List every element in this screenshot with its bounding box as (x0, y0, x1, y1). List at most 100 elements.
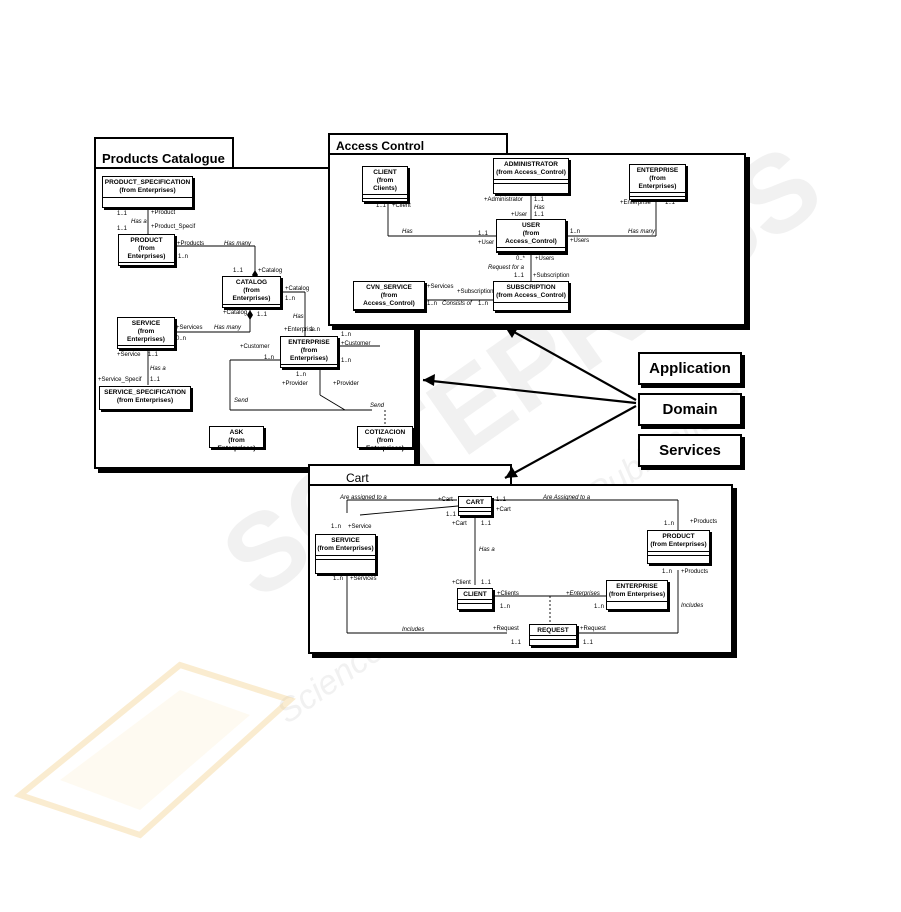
client-class: CLIENT (457, 588, 493, 610)
class-name: USER (521, 222, 541, 229)
multiplicity-label: 1..n (310, 327, 321, 333)
role-label: +Services (176, 325, 203, 331)
association-label: Has many (628, 229, 656, 235)
class-compartment (494, 301, 568, 306)
role-label: +Catalog (285, 286, 310, 292)
multiplicity-label: 1..1 (478, 231, 489, 237)
ask-class: ASK (from Enterprises) (209, 426, 264, 452)
role-label: +Products (681, 569, 709, 575)
role-label: +Services (350, 576, 377, 582)
role-label: +Service_Specif (98, 377, 142, 383)
role-label: +Catalog (223, 310, 248, 316)
multiplicity-label: 1..n (333, 576, 344, 582)
role-label: +Subscription (457, 289, 494, 295)
class-name: ENTERPRISE (288, 339, 330, 346)
association-label: Includes (402, 627, 425, 633)
class-name: PRODUCT (130, 237, 163, 244)
association-label: Send (370, 403, 385, 409)
class-origin: (from Enterprises) (217, 437, 256, 452)
class-name: SERVICE (131, 320, 161, 327)
association-label: Are assigned to a (340, 495, 387, 501)
class-origin: (from Enterprises) (608, 591, 666, 599)
class-origin: (from Clients) (373, 177, 397, 192)
role-label: +Services (427, 284, 454, 290)
multiplicity-label: 0..* (516, 256, 526, 262)
class-compartment (316, 558, 375, 562)
products-catalogue-tab: Products Catalogue (94, 137, 234, 169)
association-label: Request for a (488, 265, 525, 271)
multiplicity-label: 1..1 (534, 197, 545, 203)
multiplicity-label: 1..1 (534, 212, 545, 218)
subscription-class: SUBSCRIPTION (from Access_Control) (493, 281, 569, 311)
role-label: +User (511, 212, 528, 218)
association-label: Has many (214, 325, 242, 331)
class-compartment (281, 364, 337, 368)
role-label: +Provider (333, 381, 359, 387)
role-label: +Subscription (533, 273, 570, 279)
role-label: +Cart (438, 497, 453, 503)
service-class: SERVICE (from Enterprises) (117, 317, 175, 349)
association-label: Has a (131, 219, 147, 225)
role-label: +Service (117, 352, 141, 358)
class-name: ASK (229, 429, 244, 436)
multiplicity-label: 1..1 (233, 268, 244, 274)
multiplicity-label: 1..1 (514, 273, 525, 279)
role-label: +Catalog (258, 268, 283, 274)
class-name: SUBSCRIPTION (506, 284, 556, 291)
role-label: +User (478, 240, 495, 246)
multiplicity-label: 1..1 (496, 497, 507, 503)
class-origin: (from Enterprises) (119, 187, 176, 195)
class-compartment (497, 251, 565, 254)
role-label: +Client (452, 580, 471, 586)
cart-tab: Cart (308, 464, 512, 486)
class-origin: (from Enterprises) (290, 347, 328, 362)
association-label: Has (402, 229, 413, 235)
class-name: PRODUCT (662, 533, 695, 540)
class-compartment (354, 309, 424, 313)
class-origin: (from Enterprises) (317, 545, 374, 553)
class-name: SERVICE_SPECIFICATION (104, 389, 186, 396)
multiplicity-label: 1..1 (583, 640, 594, 646)
role-label: +Cart (496, 507, 511, 513)
association-label: Has many (224, 241, 252, 247)
multiplicity-label: 1..n (178, 254, 189, 260)
association-label: Has a (150, 366, 166, 372)
multiplicity-label: 1..n (478, 301, 489, 307)
class-origin: (from Enterprises) (127, 328, 165, 343)
multiplicity-label: 1..1 (148, 352, 159, 358)
multiplicity-label: 1..1 (481, 521, 492, 527)
class-compartment (494, 182, 568, 186)
class-compartment (607, 600, 667, 605)
association-label: Send (234, 398, 249, 404)
application-layer-box: Application (638, 352, 742, 385)
multiplicity-label: 1..1 (665, 200, 676, 206)
access-control-tab: Access Control (328, 133, 508, 155)
domain-layer-box: Domain (638, 393, 742, 426)
multiplicity-label: 1..1 (481, 580, 492, 586)
product-class: PRODUCT (from Enterprises) (118, 234, 175, 266)
class-origin: (from Access_Control) (363, 292, 415, 307)
class-name: ENTERPRISE (616, 583, 658, 590)
class-origin: (from Enterprises) (366, 437, 404, 452)
role-label: +Cart (452, 521, 467, 527)
class-name: COTIZACION (364, 429, 406, 436)
cvn-service-class: CVN_SERVICE (from Access_Control) (353, 281, 425, 311)
class-compartment (316, 554, 375, 559)
multiplicity-label: 1..1 (511, 640, 522, 646)
class-origin: (from Enterprises) (232, 287, 271, 302)
class-compartment (458, 603, 492, 606)
multiplicity-label: 1..n (331, 524, 342, 530)
association-label: Has (534, 205, 545, 211)
multiplicity-label: 1..n (341, 358, 352, 364)
multiplicity-label: 1..n (285, 296, 296, 302)
multiplicity-label: 1..1 (117, 226, 128, 232)
client-class: CLIENT (from Clients) (362, 166, 408, 202)
role-label: +Customer (240, 344, 270, 350)
multiplicity-label: 1..n (594, 604, 605, 610)
class-compartment (459, 511, 491, 514)
cart-class: CART (458, 496, 492, 516)
product-specification-class: PRODUCT_SPECIFICATION (from Enterprises) (102, 176, 193, 208)
multiplicity-label: 1..n (341, 332, 352, 338)
multiplicity-label: 1..1 (117, 211, 128, 217)
class-compartment (630, 192, 685, 196)
